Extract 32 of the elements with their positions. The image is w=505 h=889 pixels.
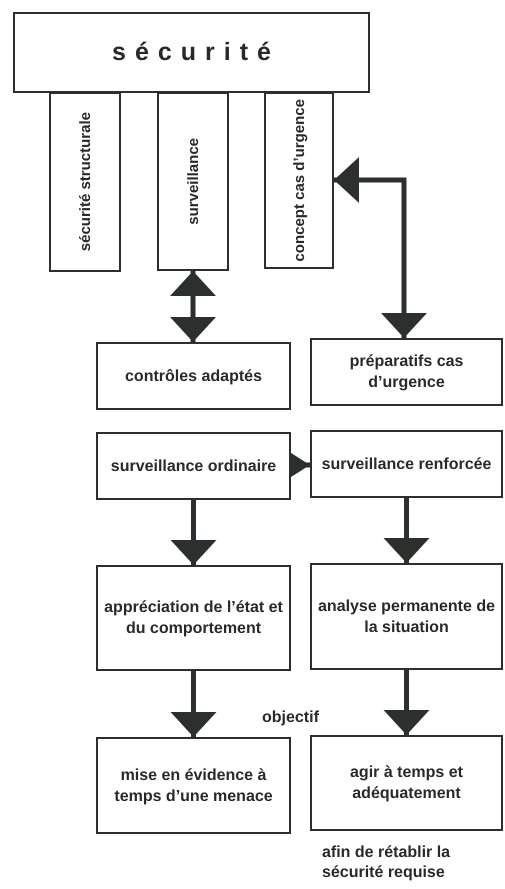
node-text: surveillance xyxy=(184,138,202,225)
node-text: analyse permanente de la situation xyxy=(317,596,496,638)
node-text: appréciation de l’état et du comportement xyxy=(103,598,284,639)
process-box xyxy=(310,735,503,831)
node-text: mise en évidence à temps d’une menace xyxy=(113,766,274,806)
node-text: contrôles adaptés xyxy=(125,366,262,386)
node-text: préparatifs cas d’urgence xyxy=(348,352,464,393)
annotation-label: objectif xyxy=(262,708,319,728)
node-text: concept cas d’urgence xyxy=(290,99,308,262)
process-box xyxy=(310,563,503,670)
arrow xyxy=(334,157,427,338)
node-text: agir à temps et adéquatement xyxy=(349,763,464,804)
process-box xyxy=(264,92,334,269)
node-note: afin de rétablir la sécurité requise xyxy=(322,843,452,883)
node-text: surveillance renforcée xyxy=(322,454,492,474)
arrow xyxy=(170,271,216,342)
arrow xyxy=(384,498,430,563)
arrow xyxy=(170,500,216,565)
process-box xyxy=(310,430,503,498)
arrow xyxy=(170,671,216,737)
process-box xyxy=(96,565,291,671)
title-box xyxy=(13,12,370,93)
process-box xyxy=(310,338,503,406)
node-text: surveillance ordinaire xyxy=(110,456,276,476)
process-box xyxy=(96,432,291,500)
node-text: sécurité structurale xyxy=(76,112,94,252)
process-box xyxy=(96,342,291,410)
process-box xyxy=(49,92,121,272)
process-box xyxy=(96,737,291,834)
node-text: sécurité xyxy=(112,42,280,63)
process-box xyxy=(157,92,229,271)
arrow xyxy=(384,670,430,735)
